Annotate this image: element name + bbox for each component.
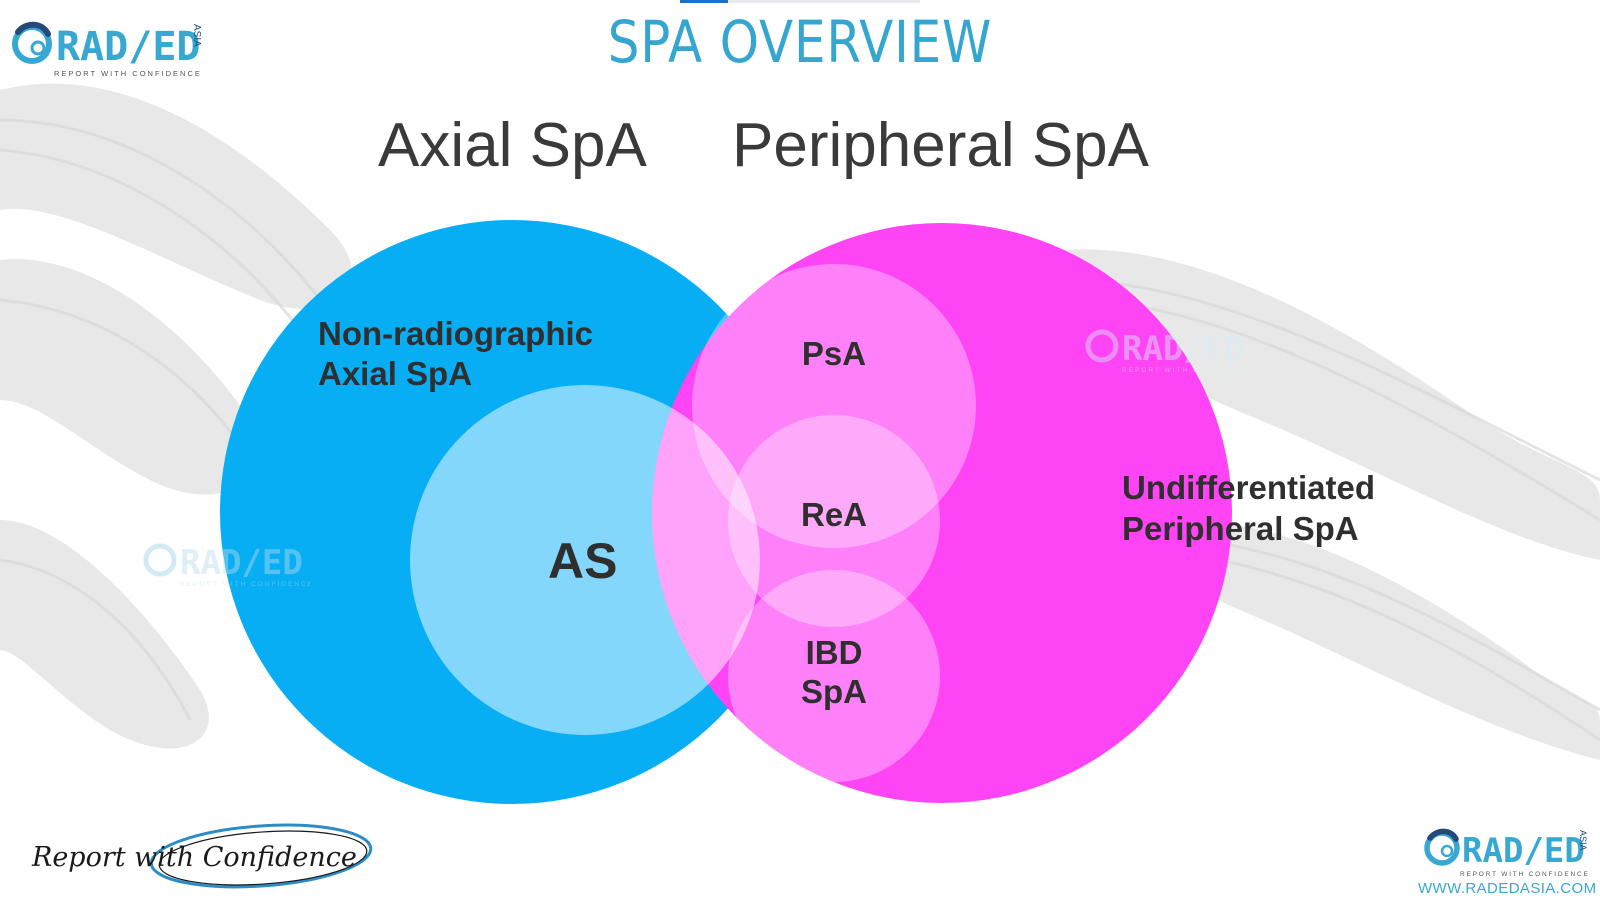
top-accent-bar [680, 0, 920, 3]
psa-circle [692, 264, 976, 548]
radedasia-logo: RAD/ED ASIA REPORT WITH CONFIDENCE [12, 21, 202, 78]
logo-swirl-icon [1424, 828, 1460, 866]
watermark-tagline: REPORT WITH CONFIDENCE [1122, 367, 1252, 374]
logo-wordmark: RAD/ED [1462, 831, 1585, 871]
logo-asia-text: ASIA [191, 24, 202, 47]
report-with-confidence-signature: Report with Confidence [31, 823, 373, 889]
logo-swirl-icon [12, 21, 52, 64]
peripheral-spa-heading: Peripheral SpA [732, 111, 1150, 180]
axial-spa-heading: Axial SpA [378, 111, 647, 180]
rea-circle [728, 415, 940, 627]
watermark-wordmark: RAD/ED [180, 543, 303, 583]
slide-title: SPA OVERVIEW [607, 8, 993, 76]
logo-wordmark: RAD/ED [56, 24, 201, 70]
radedasia-watermark: RAD/ED REPORT WITH CONFIDENCE [143, 543, 310, 588]
logo-tagline: REPORT WITH CONFIDENCE [1460, 871, 1590, 878]
website-url: WWW.RADEDASIA.COM [1418, 880, 1597, 897]
watermark-wordmark: RAD/ED [1122, 329, 1245, 369]
logo-asia-text: ASIA [1578, 830, 1588, 851]
as-circle [410, 385, 760, 735]
watermark-tagline: REPORT WITH CONFIDENCE [180, 581, 310, 588]
axial-spa-label: Axial SpA [318, 355, 472, 392]
ibd-spa-circle [728, 570, 940, 782]
logo-tagline: REPORT WITH CONFIDENCE [54, 69, 202, 78]
psa-label: PsA [802, 335, 866, 372]
non-radiographic-label: Non-radiographic [318, 315, 593, 352]
signature-text: Report with Confidence [31, 842, 357, 873]
rea-label: ReA [801, 496, 867, 533]
peripheral-spa-label: Peripheral SpA [1122, 510, 1359, 547]
radedasia-logo: RAD/ED ASIA REPORT WITH CONFIDENCE [1424, 828, 1590, 878]
ibd-label: IBD [806, 634, 863, 671]
radedasia-watermark: RAD/ED REPORT WITH CONFIDENCE [1085, 329, 1252, 374]
ibd-spa-label: SpA [801, 673, 867, 710]
as-label: AS [548, 533, 617, 589]
undifferentiated-label: Undifferentiated [1122, 469, 1375, 506]
peripheral-spa-circle [652, 223, 1232, 803]
